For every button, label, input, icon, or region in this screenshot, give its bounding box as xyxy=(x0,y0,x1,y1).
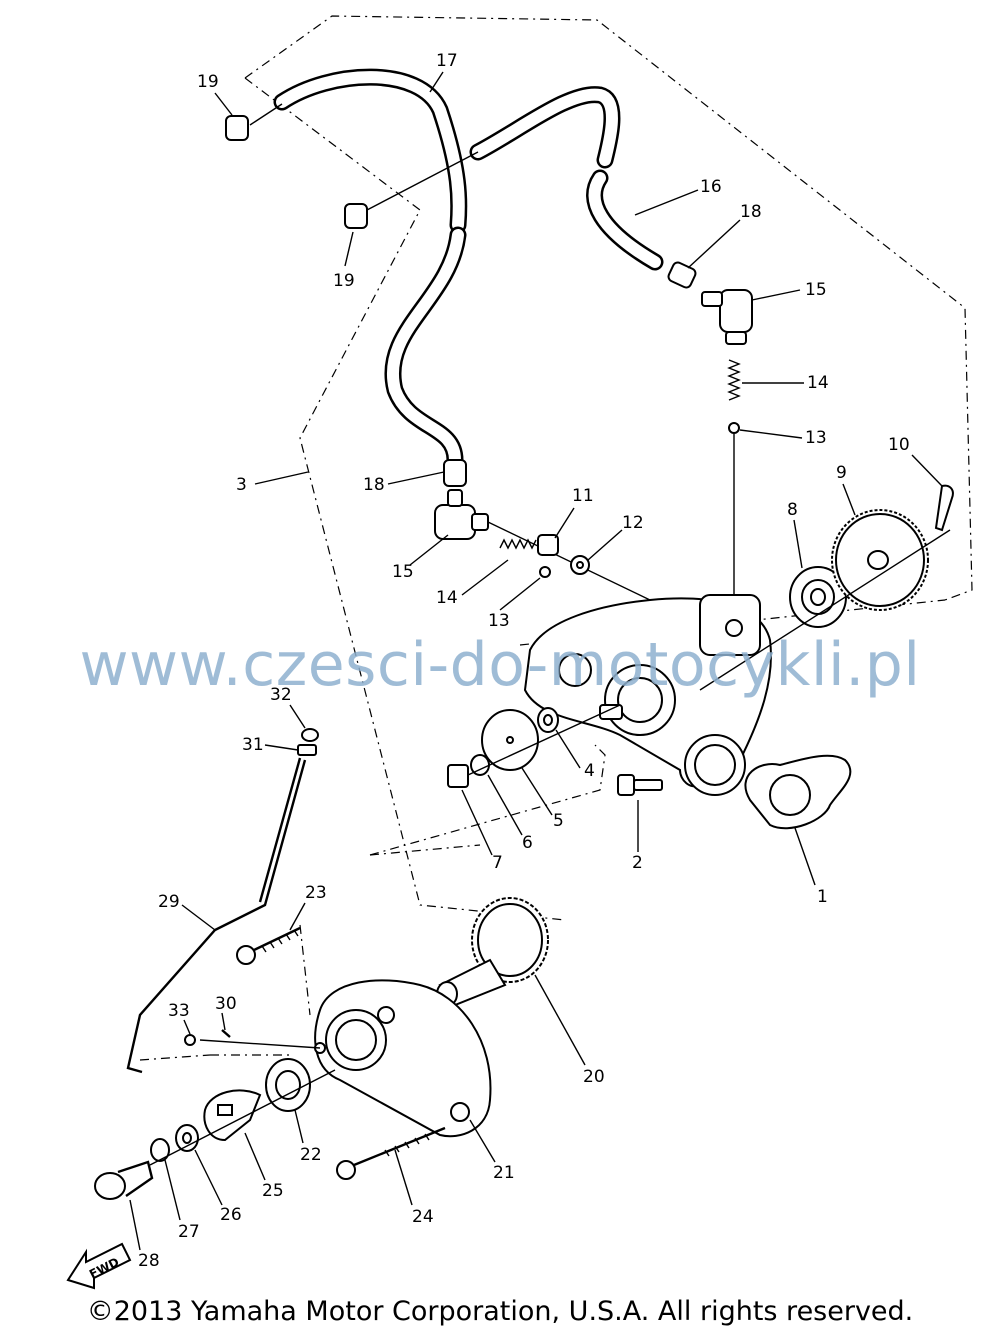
callout-4: 4 xyxy=(584,761,595,781)
callout-20: 20 xyxy=(583,1067,605,1087)
ball-13-left xyxy=(539,566,551,578)
spring-14-left xyxy=(499,538,537,550)
screw-24 xyxy=(336,1126,446,1180)
callout-5: 5 xyxy=(553,811,564,831)
callout-16: 16 xyxy=(700,177,722,197)
washer-27 xyxy=(150,1138,170,1162)
callout-25: 25 xyxy=(262,1181,284,1201)
callout-26: 26 xyxy=(220,1205,242,1225)
pump-cable-29 xyxy=(126,757,307,1074)
bolt-11 xyxy=(537,534,559,556)
spring-14-right xyxy=(727,359,741,401)
copyright-notice: ©2013 Yamaha Motor Corporation, U.S.A. A… xyxy=(86,1296,914,1327)
pump-drive-gear-20 xyxy=(436,897,549,1007)
callout-1: 1 xyxy=(817,887,828,907)
banjo-union-15-right xyxy=(701,289,753,345)
plate-25 xyxy=(203,1089,262,1142)
callout-31: 31 xyxy=(242,735,264,755)
assembly-outline-3 xyxy=(244,15,973,921)
nut-31 xyxy=(297,744,317,756)
callout-14-right: 14 xyxy=(807,373,829,393)
callout-13-right: 13 xyxy=(805,428,827,448)
fwd-arrow-icon: FWD xyxy=(66,1242,132,1290)
callout-33: 33 xyxy=(168,1001,190,1021)
bolt-2 xyxy=(617,774,663,796)
clip-18-left xyxy=(443,459,467,487)
callout-15-left: 15 xyxy=(392,562,414,582)
pump-cover-21 xyxy=(314,979,492,1138)
nut-7 xyxy=(447,764,469,788)
callout-27: 27 xyxy=(178,1222,200,1242)
nut-32 xyxy=(301,728,319,742)
callout-18-left: 18 xyxy=(363,475,385,495)
callout-6: 6 xyxy=(522,833,533,853)
callout-17: 17 xyxy=(436,51,458,71)
banjo-union-15-left xyxy=(434,489,489,540)
washer-12 xyxy=(570,555,590,575)
clip-18-right xyxy=(667,261,697,289)
callout-12: 12 xyxy=(622,513,644,533)
washer-26 xyxy=(175,1124,199,1152)
screw-28 xyxy=(94,1160,154,1200)
callout-29: 29 xyxy=(158,892,180,912)
clip-19-lower xyxy=(344,203,368,229)
callout-23: 23 xyxy=(305,883,327,903)
callout-3: 3 xyxy=(236,475,247,495)
callout-7: 7 xyxy=(492,853,503,873)
oil-hose-17 xyxy=(273,68,621,469)
callout-8: 8 xyxy=(787,500,798,520)
callout-2: 2 xyxy=(632,853,643,873)
gasket-1 xyxy=(744,754,852,830)
callout-10: 10 xyxy=(888,435,910,455)
callout-28: 28 xyxy=(138,1251,160,1271)
callout-24: 24 xyxy=(412,1207,434,1227)
callout-19-top: 19 xyxy=(197,72,219,92)
washer-4 xyxy=(537,707,559,733)
callout-19-lower: 19 xyxy=(333,271,355,291)
callout-14-left: 14 xyxy=(436,588,458,608)
callout-18-right: 18 xyxy=(740,202,762,222)
screw-23 xyxy=(236,926,301,965)
callout-30: 30 xyxy=(215,994,237,1014)
callout-21: 21 xyxy=(493,1163,515,1183)
cotter-pin-10 xyxy=(934,484,954,532)
callout-9: 9 xyxy=(836,463,847,483)
ball-13-right xyxy=(728,422,740,434)
washer-33 xyxy=(184,1034,196,1046)
callout-22: 22 xyxy=(300,1145,322,1165)
oil-pump-body xyxy=(523,594,772,796)
callout-labels: 19 17 19 16 18 15 14 13 10 9 8 3 18 11 1… xyxy=(129,51,943,1271)
adjust-plate-5 xyxy=(481,709,539,771)
callout-11: 11 xyxy=(572,486,594,506)
callout-13-left: 13 xyxy=(488,611,510,631)
callout-32: 32 xyxy=(270,685,292,705)
clip-19-upper xyxy=(225,115,249,141)
oil-seal-22 xyxy=(265,1058,311,1112)
oil-hose-16 xyxy=(586,169,664,271)
pin-30 xyxy=(221,1029,231,1038)
drive-gear-9 xyxy=(831,509,929,611)
callout-15-right: 15 xyxy=(805,280,827,300)
